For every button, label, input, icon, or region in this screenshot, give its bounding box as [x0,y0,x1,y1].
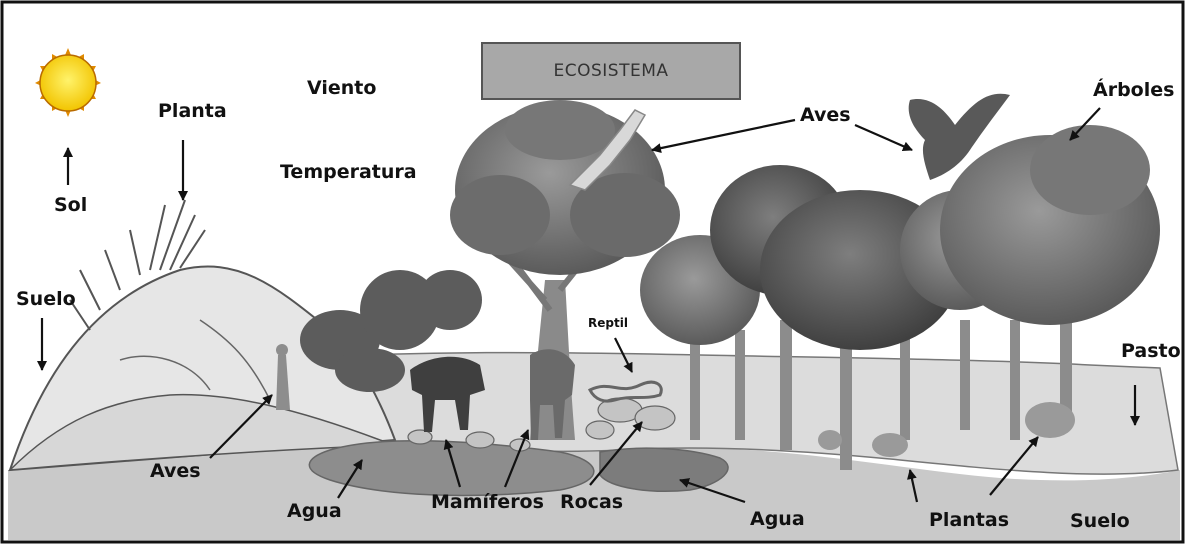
label-planta: Planta [158,100,227,122]
label-aves-bottom: Aves [150,460,201,482]
title-box: ECOSISTEMA [481,42,741,100]
label-agua-left: Agua [287,500,342,522]
label-arboles: Árboles [1093,79,1174,101]
diagram-title: ECOSISTEMA [553,61,668,81]
label-aves-top: Aves [800,104,851,126]
label-suelo-right: Suelo [1070,510,1130,532]
label-sol: Sol [54,194,87,216]
label-pasto: Pasto [1121,340,1181,362]
label-suelo-left: Suelo [16,288,76,310]
label-plantas: Plantas [929,509,1009,531]
label-agua-right: Agua [750,508,805,530]
label-temperatura: Temperatura [280,161,417,183]
water-pool-right [600,448,728,491]
label-rocas: Rocas [560,491,623,513]
label-reptil: Reptil [588,316,628,330]
label-mamiferos: Mamíferos [431,491,544,513]
label-viento: Viento [307,77,376,99]
